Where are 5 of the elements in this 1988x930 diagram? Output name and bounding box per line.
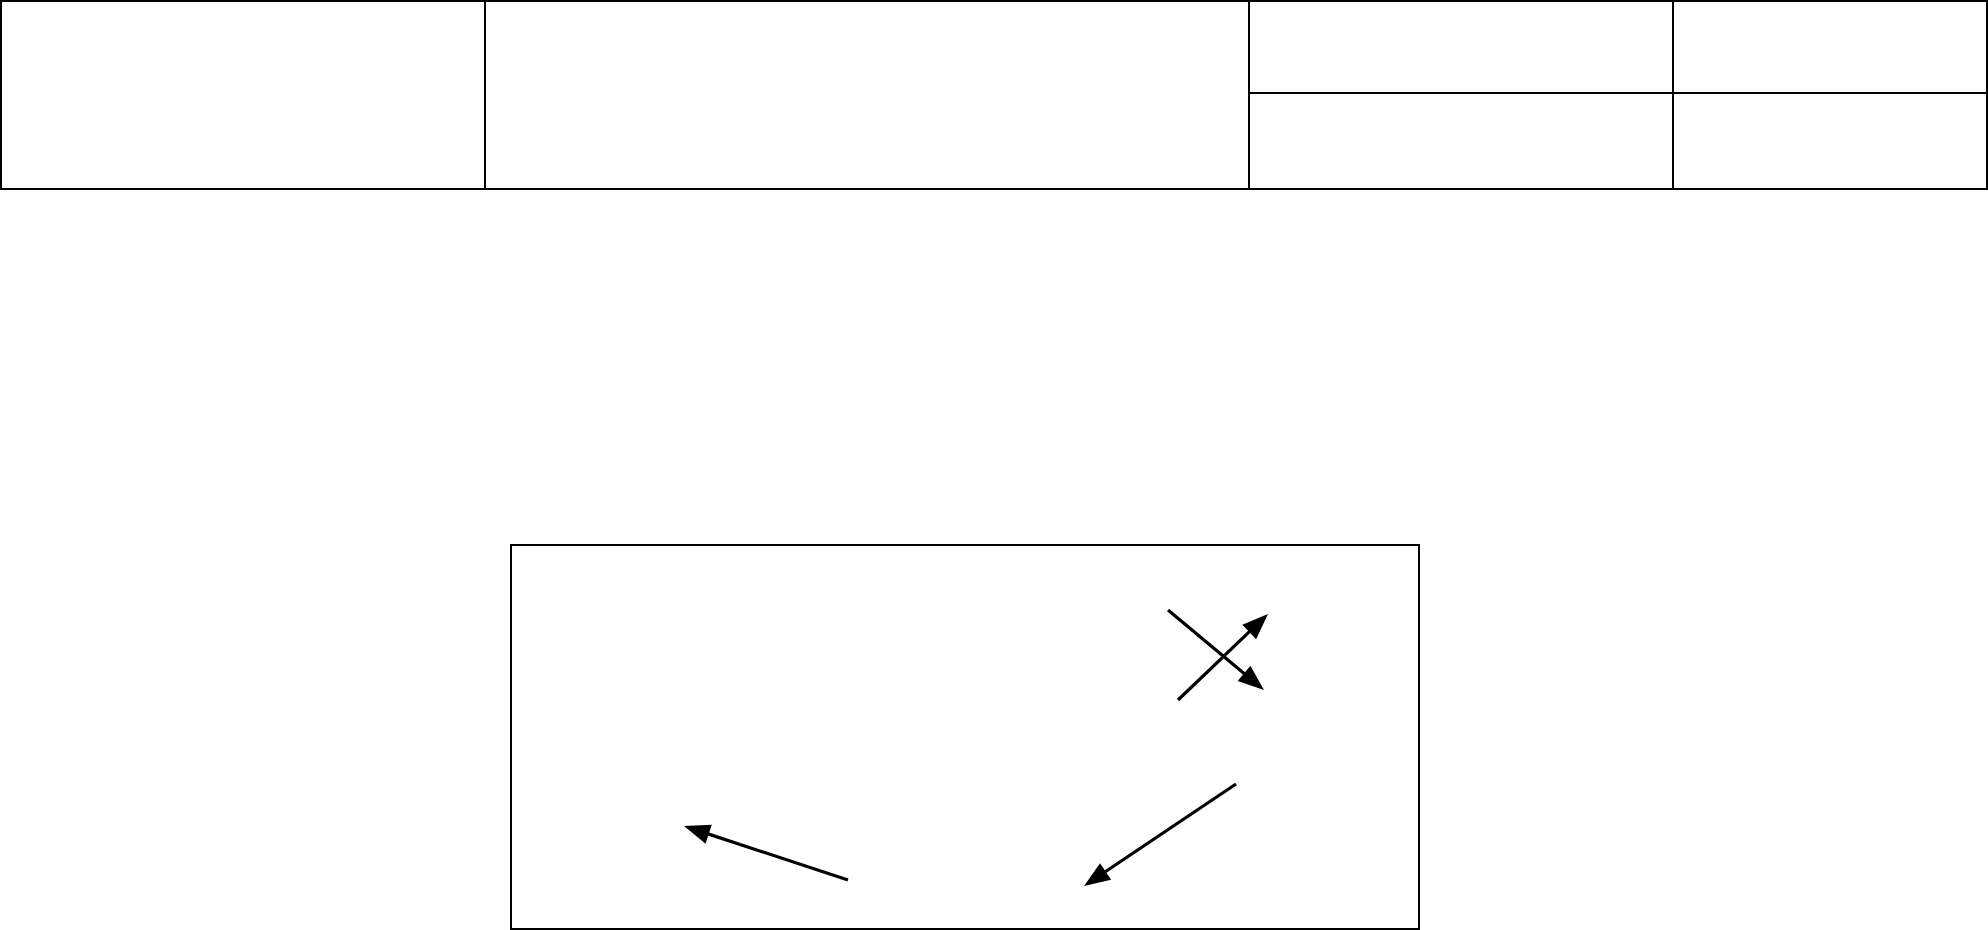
frame-box bbox=[510, 544, 1420, 930]
table-cell bbox=[484, 0, 1250, 190]
table-cell bbox=[0, 0, 486, 190]
table-cell bbox=[1672, 92, 1988, 190]
table-cell bbox=[1672, 0, 1988, 94]
